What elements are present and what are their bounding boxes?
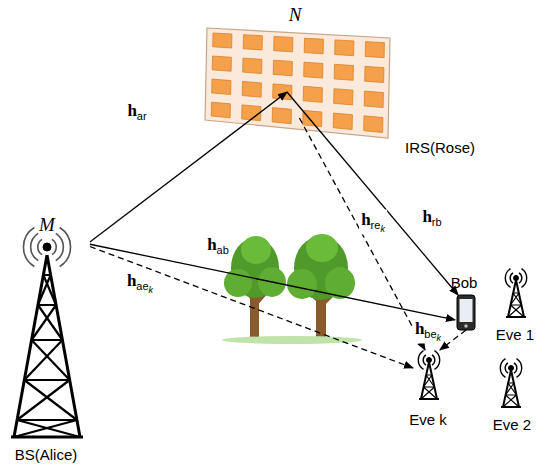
phone-body	[457, 295, 475, 330]
irs-element	[272, 108, 291, 124]
irs-surface	[205, 28, 390, 138]
radio-waves	[418, 351, 439, 370]
irs-element	[243, 35, 262, 50]
irs-panel: NIRS(Rose)	[200, 22, 395, 144]
eve-label: Eve 1	[496, 327, 534, 344]
bob-label: Bob	[451, 275, 478, 292]
user-phone: Bob	[455, 295, 477, 330]
channel-link	[287, 92, 458, 295]
channel-label: hab	[205, 235, 231, 257]
tree-canopy	[325, 267, 355, 299]
eavesdropper-icon	[413, 350, 445, 400]
irs-element	[274, 36, 293, 51]
irs-element	[212, 56, 231, 71]
irs-element	[364, 91, 383, 107]
grass	[222, 336, 362, 344]
antenna-mast	[501, 366, 521, 408]
irs-element	[304, 38, 323, 54]
bs-label: BS(Alice)	[15, 447, 78, 464]
irs-element	[273, 84, 292, 100]
irs-element	[273, 60, 292, 76]
radio-waves	[500, 359, 521, 378]
channel-label: hrek	[359, 210, 387, 235]
irs-element	[243, 58, 262, 73]
eavesdropper-icon	[500, 268, 532, 318]
irs-element	[333, 113, 352, 129]
channel-label: hrb	[420, 207, 443, 229]
irs-element	[334, 64, 353, 80]
channel-link	[90, 92, 287, 242]
phone-button	[464, 324, 468, 328]
tree	[224, 236, 286, 338]
eavesdropper: Eve 2	[495, 358, 527, 408]
irs-element	[213, 33, 232, 48]
antenna-count: M	[39, 215, 55, 236]
eavesdropper: Eve k	[413, 350, 445, 400]
tree-canopy	[306, 234, 338, 262]
tree-canopy	[287, 269, 317, 299]
phone-screen	[460, 299, 473, 322]
irs-element	[242, 105, 261, 121]
user-phone-icon	[455, 295, 477, 330]
eavesdrop-channel	[440, 330, 466, 350]
tower-lattice	[11, 243, 83, 437]
element-count: N	[289, 5, 302, 26]
antenna-mast	[506, 276, 526, 318]
irs-element	[212, 79, 231, 94]
channel-link	[90, 244, 455, 320]
irs-element	[365, 66, 384, 82]
eavesdrop-channel	[90, 247, 413, 369]
irs-element	[211, 102, 230, 118]
irs-element	[334, 89, 353, 105]
tree-canopy	[258, 267, 286, 297]
base-station-icon	[10, 215, 95, 440]
eve-label: Eve k	[409, 412, 447, 429]
irs-element	[242, 81, 261, 97]
antenna-mast	[419, 358, 439, 400]
irs-element	[304, 62, 323, 78]
channel-label: har	[125, 101, 148, 123]
tree	[287, 234, 355, 342]
irs-element	[303, 86, 322, 102]
eve-label: Eve 2	[493, 417, 531, 434]
irs-element	[335, 40, 354, 56]
irs-element	[365, 42, 384, 58]
irs-element	[303, 110, 322, 126]
tree-canopy	[224, 269, 252, 297]
eavesdrop-channel	[299, 118, 425, 350]
eavesdropper-icon	[495, 358, 527, 408]
tree-canopy	[241, 236, 271, 264]
irs-panel-icon	[200, 22, 395, 144]
channel-label: hbek	[413, 319, 443, 344]
channel-label: haek	[125, 271, 155, 296]
eavesdropper: Eve 1	[500, 268, 532, 318]
irs-element	[364, 116, 383, 133]
radio-waves	[505, 269, 526, 288]
base-station: MBS(Alice)	[10, 215, 95, 440]
irs-label: IRS(Rose)	[405, 140, 475, 157]
